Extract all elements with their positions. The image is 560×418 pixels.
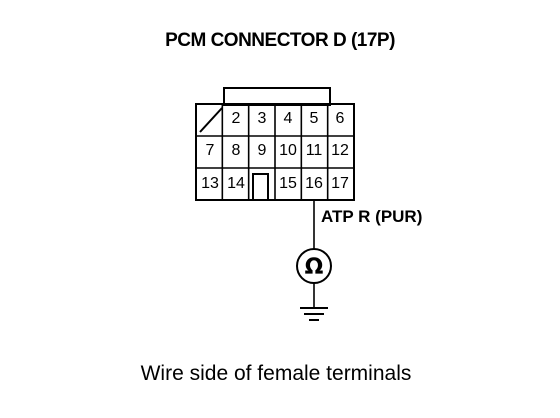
- terminal-label: 14: [227, 175, 245, 192]
- terminal-label: 8: [232, 142, 241, 159]
- terminal-label: 16: [305, 175, 323, 192]
- terminal-grid: [196, 104, 354, 200]
- terminal-label: 3: [258, 110, 267, 127]
- diagram-title: PCM CONNECTOR D (17P): [165, 30, 395, 51]
- blank-terminal-slash: [199, 107, 223, 133]
- ground-icon: [300, 307, 328, 321]
- terminal-label: 7: [206, 142, 215, 159]
- terminal-label: 15: [279, 175, 297, 192]
- terminal-label: 6: [336, 110, 345, 127]
- terminal-label: 12: [331, 142, 349, 159]
- terminal-labels: 2 3 4 5 6 7 8 9 10 11 12 13 14 15 16 17: [201, 110, 349, 192]
- ohm-symbol: Ω: [305, 255, 324, 280]
- terminal-label: 9: [258, 142, 267, 159]
- terminal-label: 10: [279, 142, 297, 159]
- terminal-label: 13: [201, 175, 219, 192]
- terminal-label: 17: [331, 175, 349, 192]
- wire-label: ATP R (PUR): [321, 207, 422, 226]
- terminal-label: 2: [232, 110, 241, 127]
- terminal-label: 11: [306, 142, 323, 159]
- connector-lock-tab: [223, 87, 331, 106]
- connector-key-notch: [252, 173, 269, 200]
- terminal-label: 5: [310, 110, 319, 127]
- terminal-label: 4: [284, 110, 293, 127]
- diagram-caption: Wire side of female terminals: [140, 362, 412, 385]
